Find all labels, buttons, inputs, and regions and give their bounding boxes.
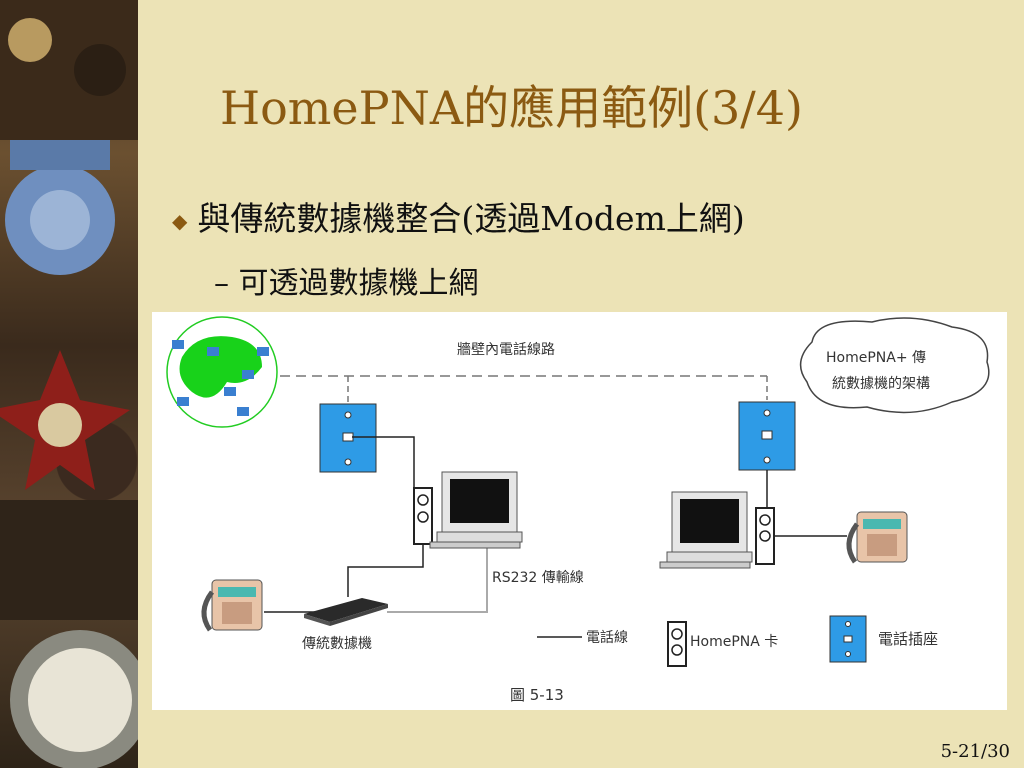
rs232-label: RS232 傳輸線 — [492, 570, 584, 586]
decorative-sidebar — [0, 0, 138, 768]
modem-label: 傳統數據機 — [302, 636, 372, 652]
cloud-text-line2: 統數據機的架構 — [832, 376, 930, 392]
figure-caption: 圖 5-13 — [510, 686, 564, 704]
phone-jack-right-icon — [738, 401, 796, 471]
legend-phone-line-label: 電話線 — [586, 629, 628, 646]
sub-bullet-item: – 可透過數據機上網 — [214, 266, 479, 301]
legend-phone-jack-icon — [829, 615, 867, 663]
legend-homepna-label: HomePNA 卡 — [690, 634, 778, 650]
homepna-card-right-icon — [755, 507, 775, 565]
telephone-left-icon — [201, 579, 263, 632]
phone-jack-left-icon — [319, 403, 377, 473]
computer-right-icon — [659, 491, 753, 569]
bullet-item: ◆ 與傳統數據機整合(透過Modem上網) — [172, 192, 745, 240]
slide-title: HomePNA的應用範例(3/4) — [220, 81, 803, 135]
telephone-right-icon — [846, 511, 908, 564]
cloud-callout: HomePNA+ 傳 統數據機的架構 — [799, 317, 990, 414]
modem-icon — [304, 598, 388, 626]
cloud-text-line1: HomePNA+ 傳 — [826, 350, 926, 366]
wall-line-label: 牆壁內電話線路 — [457, 341, 555, 358]
legend-jack-label: 電話插座 — [878, 630, 938, 648]
computer-left-icon — [429, 471, 523, 549]
page-number: 5-21/30 — [940, 741, 1010, 762]
homepna-card-left-icon — [413, 487, 433, 545]
diamond-bullet-icon: ◆ — [172, 209, 188, 233]
bullet-text: 與傳統數據機整合(透過Modem上網) — [197, 199, 745, 238]
network-diagram-figure: 牆壁內電話線路 HomePNA+ 傳 統數據機的架構 — [152, 312, 1007, 710]
internet-globe-icon — [166, 316, 278, 428]
legend-homepna-card-icon — [667, 621, 687, 667]
medal-collage-image — [0, 0, 138, 768]
